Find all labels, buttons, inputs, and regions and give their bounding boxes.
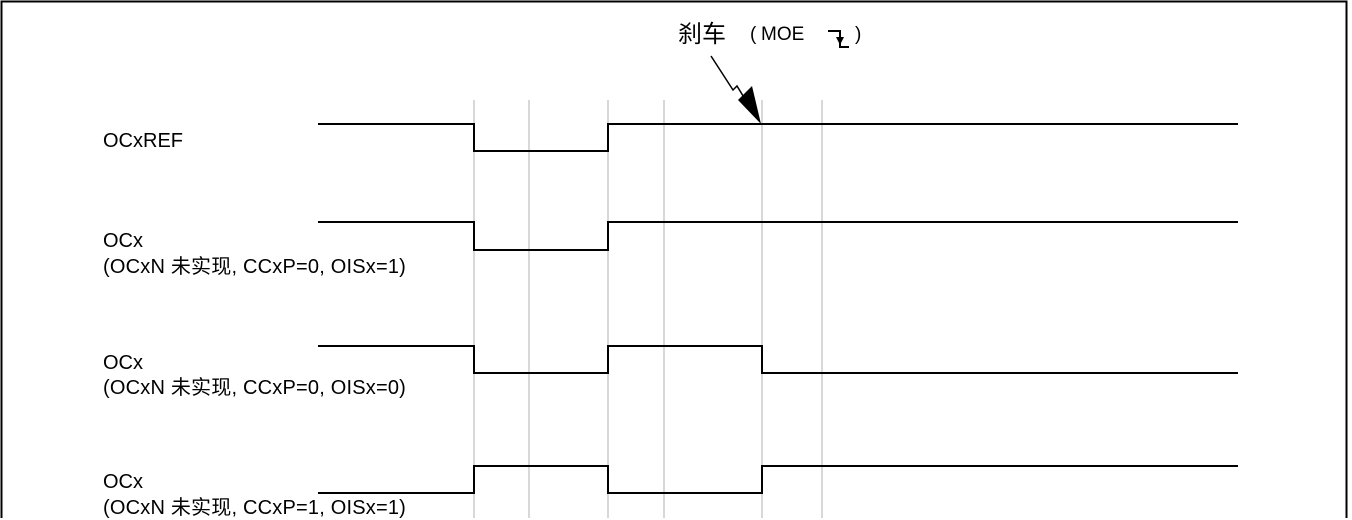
brake-close-paren: ) bbox=[855, 24, 862, 45]
brake-arrow-head bbox=[738, 86, 761, 124]
signal-label-ocxref: OCxREF bbox=[103, 130, 183, 152]
brake-label: 刹车 bbox=[678, 20, 726, 48]
falling-edge-icon bbox=[828, 30, 849, 48]
signal-note-ocx-3: (OCxN 未实现, CCxP=1, OISx=1) bbox=[103, 497, 407, 519]
signal-note-ocx-2: (OCxN 未实现, CCxP=0, OISx=0) bbox=[103, 377, 407, 399]
brake-moe-label: MOE bbox=[761, 24, 805, 45]
signal-note-ocx-1: (OCxN 未实现, CCxP=0, OISx=1) bbox=[103, 256, 407, 278]
brake-arrow-shaft bbox=[710, 55, 749, 105]
brake-arrow bbox=[710, 55, 761, 124]
waveform-2 bbox=[318, 345, 1238, 374]
waveforms bbox=[318, 123, 1238, 494]
waveform-3 bbox=[318, 465, 1238, 494]
time-gridlines bbox=[473, 100, 823, 518]
signal-label-ocx-2: OCx bbox=[103, 352, 143, 374]
signal-label-ocx-3: OCx bbox=[103, 471, 143, 493]
waveform-0 bbox=[318, 123, 1238, 152]
signal-label-ocx-1: OCx bbox=[103, 230, 143, 252]
brake-open-paren: ( bbox=[750, 24, 757, 45]
waveform-1 bbox=[318, 221, 1238, 251]
